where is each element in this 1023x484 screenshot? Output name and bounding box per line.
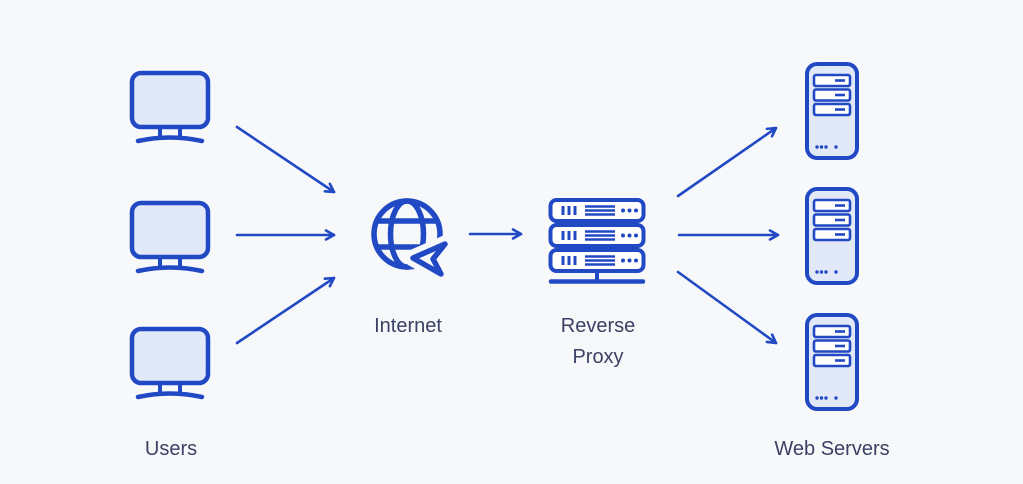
monitor-icon — [129, 326, 211, 400]
arrow-user1-internet — [235, 125, 336, 194]
arrow-proxy-server1 — [676, 126, 778, 198]
server-tower-icon — [805, 187, 859, 285]
internet-label: Internet — [374, 315, 442, 337]
users-label: Users — [144, 438, 198, 460]
monitor-icon — [129, 70, 211, 144]
reverse-proxy-label: Reverse Proxy — [560, 315, 636, 368]
server-tower-icon — [805, 313, 859, 411]
monitor-icon — [129, 200, 211, 274]
arrow-user3-internet — [235, 276, 336, 345]
cursor-arrow — [410, 241, 448, 277]
web-servers-label: Web Servers — [774, 438, 890, 460]
globe-pointer-icon — [371, 198, 451, 278]
server-tower-icon — [805, 62, 859, 160]
rack-server-icon — [548, 198, 646, 284]
arrow-proxy-server3 — [676, 270, 778, 345]
